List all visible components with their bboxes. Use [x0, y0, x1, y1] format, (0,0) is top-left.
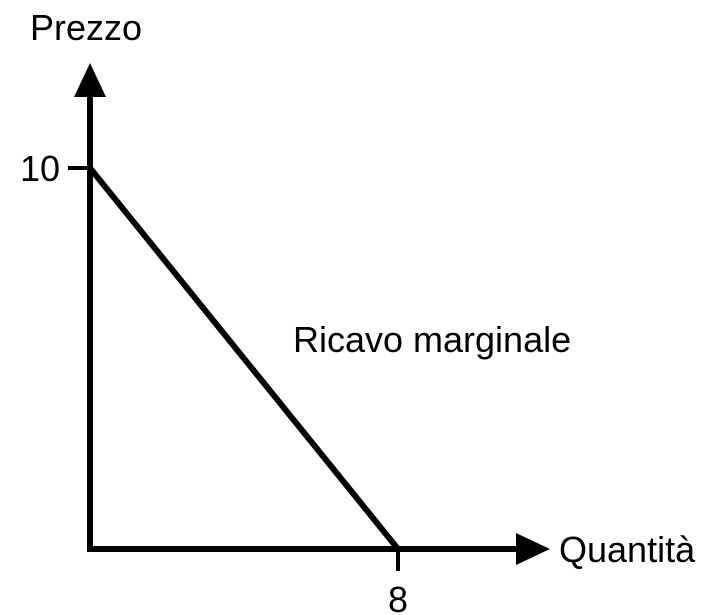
x-tick-label-8: 8	[388, 579, 408, 615]
y-axis-arrow	[74, 63, 106, 97]
series-label-marginal-revenue: Ricavo marginale	[293, 319, 571, 360]
y-tick-label-10: 10	[20, 148, 60, 189]
x-axis-arrow	[516, 533, 550, 565]
x-axis-label: Quantità	[559, 529, 696, 570]
y-axis-label: Prezzo	[30, 7, 142, 48]
marginal-revenue-line	[87, 166, 401, 551]
